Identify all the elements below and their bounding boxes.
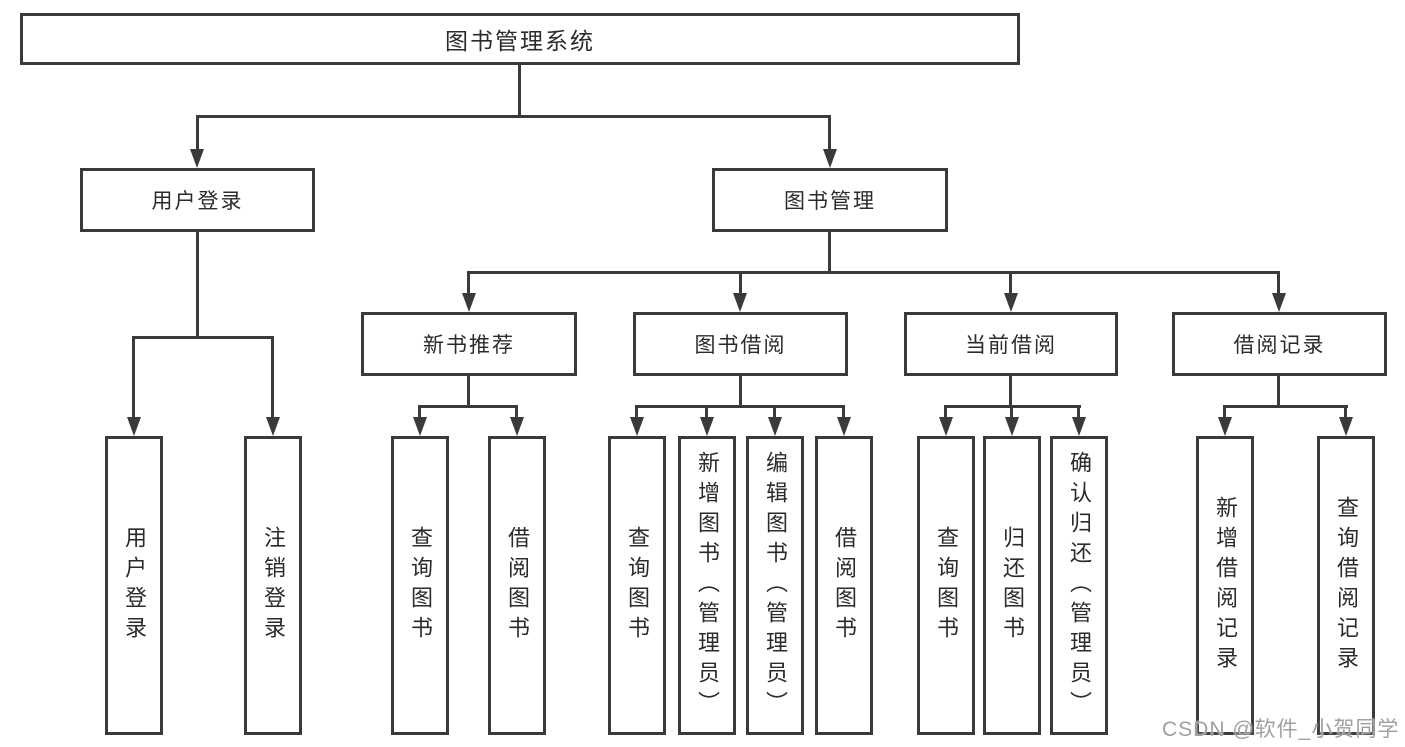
arrowhead-down-icon [1218, 417, 1232, 436]
leaf-user-login: 用户登录 [105, 436, 163, 735]
connector-stem [1010, 405, 1013, 419]
arrowhead-down-icon [700, 417, 714, 436]
arrowhead-down-icon [462, 293, 476, 312]
connector-stem [467, 271, 470, 296]
arrowhead-down-icon [510, 417, 524, 436]
connector-drop [1009, 376, 1012, 405]
arrowhead-down-icon [1072, 417, 1086, 436]
arrowhead-down-icon [1005, 417, 1019, 436]
arrowhead-down-icon [837, 417, 851, 436]
connector-stem [1009, 271, 1012, 296]
leaf-borrow-books-recommend: 借阅图书 [488, 436, 546, 735]
connector-stem [828, 115, 831, 151]
node-book-borrowing: 图书借阅 [633, 312, 848, 376]
arrowhead-down-icon [939, 417, 953, 436]
connector-stem [635, 405, 638, 419]
arrowhead-down-icon [1004, 293, 1018, 312]
leaf-query-books-borrowing: 查询图书 [608, 436, 666, 735]
connector-stem [705, 405, 708, 419]
node-current-borrowing: 当前借阅 [904, 312, 1118, 376]
connector-drop [1277, 376, 1280, 405]
connector-stem [1077, 405, 1080, 419]
connector-stem [1223, 405, 1226, 419]
connector-drop [467, 376, 470, 405]
leaf-add-borrow-record: 新增借阅记录 [1196, 436, 1254, 735]
leaf-add-book-admin: 新增图书（管理员） [678, 436, 736, 735]
connector-root-rail [196, 115, 830, 118]
connector-stem [1344, 405, 1347, 419]
arrowhead-down-icon [190, 149, 204, 168]
connector-userlogin-drop [196, 232, 199, 336]
node-library-system: 图书管理系统 [20, 13, 1020, 65]
arrowhead-down-icon [413, 417, 427, 436]
arrowhead-down-icon [1339, 417, 1353, 436]
connector-stem [271, 336, 274, 418]
node-borrowing-records: 借阅记录 [1172, 312, 1387, 376]
connector-stem [944, 405, 947, 419]
arrowhead-down-icon [127, 417, 141, 436]
arrowhead-down-icon [630, 417, 644, 436]
leaf-query-borrow-record: 查询借阅记录 [1317, 436, 1375, 735]
connector-rail [418, 405, 517, 408]
connector-stem [842, 405, 845, 419]
leaf-borrow-books-borrowing: 借阅图书 [815, 436, 873, 735]
arrowhead-down-icon [823, 149, 837, 168]
leaf-confirm-return-admin: 确认归还（管理员） [1050, 436, 1108, 735]
connector-stem [739, 271, 742, 296]
leaf-query-books-current: 查询图书 [917, 436, 975, 735]
connector-bookmgmt-drop [828, 232, 831, 271]
leaf-query-books-recommend: 查询图书 [391, 436, 449, 735]
connector-bookmgmt-rail [467, 271, 1280, 274]
leaf-edit-book-admin: 编辑图书（管理员） [746, 436, 804, 735]
connector-stem [773, 405, 776, 419]
leaf-logout-login: 注销登录 [244, 436, 302, 735]
node-new-book-recommend: 新书推荐 [361, 312, 577, 376]
arrowhead-down-icon [1272, 293, 1286, 312]
connector-stem [196, 115, 199, 151]
connector-stem [1277, 271, 1280, 296]
node-book-management: 图书管理 [712, 168, 948, 232]
leaf-return-books: 归还图书 [983, 436, 1041, 735]
arrowhead-down-icon [733, 293, 747, 312]
arrowhead-down-icon [266, 417, 280, 436]
csdn-watermark: CSDN @软件_小贺同学 [1162, 718, 1400, 741]
connector-root-drop [518, 65, 521, 115]
connector-drop [739, 376, 742, 405]
node-user-login: 用户登录 [80, 168, 315, 232]
arrowhead-down-icon [768, 417, 782, 436]
connector-rail [635, 405, 845, 408]
connector-userlogin-rail [132, 336, 273, 339]
connector-rail [1223, 405, 1348, 408]
connector-stem [418, 405, 421, 419]
connector-stem [132, 336, 135, 418]
connector-stem [515, 405, 518, 419]
